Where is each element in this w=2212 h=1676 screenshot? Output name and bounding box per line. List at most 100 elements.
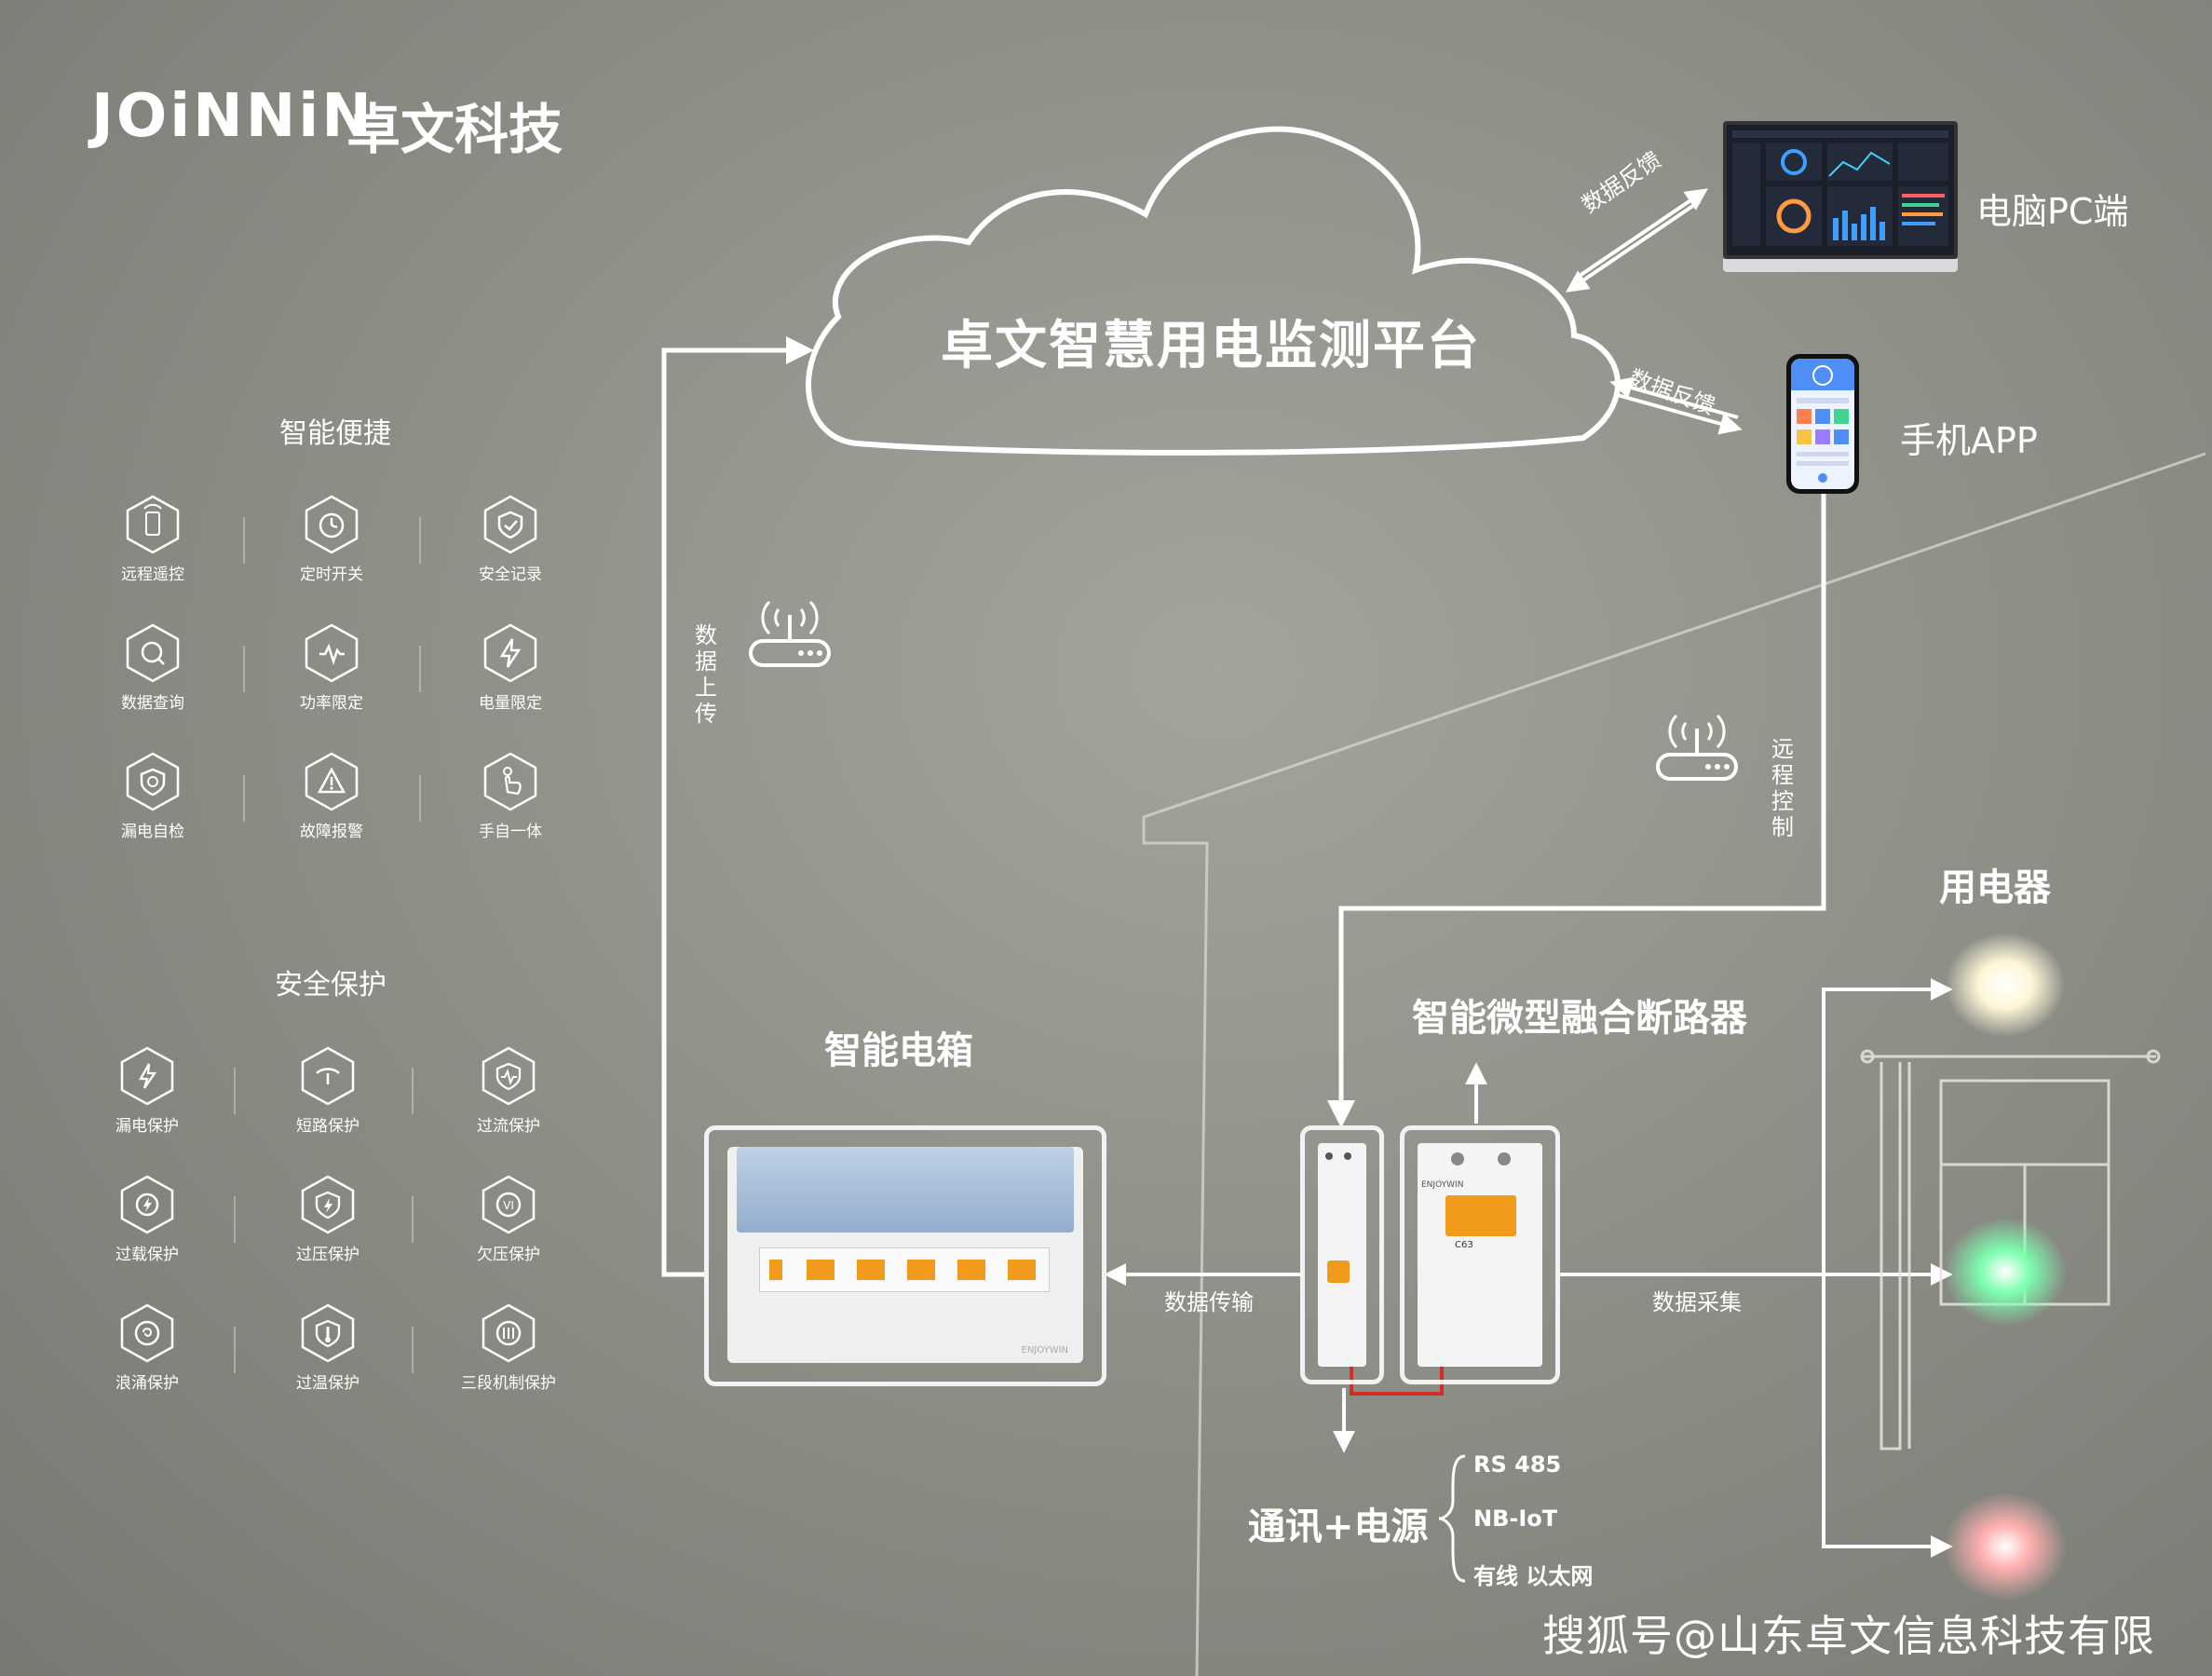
safety-section-title: 安全保护 bbox=[275, 969, 387, 1002]
overcurrent-icon bbox=[480, 1045, 537, 1107]
leakage-icon bbox=[118, 1045, 176, 1107]
feature-item: 数据查询 bbox=[78, 622, 227, 713]
house-outline bbox=[1142, 452, 2206, 1676]
pc-feedback-arrow-up bbox=[1572, 188, 1708, 281]
smart-box-frame: ENJOYWIN bbox=[704, 1125, 1106, 1386]
feature-item: 浪涌保护 bbox=[73, 1302, 222, 1393]
breaker-row-graphic bbox=[769, 1260, 1036, 1280]
comm-module-body bbox=[1318, 1143, 1366, 1367]
pc-monitor bbox=[1723, 121, 1958, 272]
smart-section-title: 智能便捷 bbox=[279, 417, 391, 450]
appliance-branch bbox=[1822, 978, 1953, 1547]
feature-label: 欠压保护 bbox=[477, 1246, 540, 1264]
feature-label: 过流保护 bbox=[477, 1117, 540, 1136]
phone bbox=[1786, 354, 1859, 494]
phone-screen bbox=[1791, 359, 1854, 489]
feature-label: 定时开关 bbox=[300, 565, 363, 584]
smart-box-label: 智能电箱 bbox=[824, 1029, 973, 1072]
feature-item: 三段机制保护 bbox=[434, 1302, 583, 1393]
three-stage-icon bbox=[480, 1302, 537, 1364]
phone-feedback-arrow-2 bbox=[1609, 376, 1739, 419]
short-circuit-icon bbox=[299, 1045, 357, 1107]
comm-label: 通讯+电源 bbox=[1248, 1506, 1429, 1548]
feature-label: 过载保护 bbox=[115, 1246, 179, 1264]
router-icon bbox=[749, 600, 831, 667]
data-transfer-label: 数据传输 bbox=[1164, 1289, 1254, 1315]
feature-item: 过流保护 bbox=[434, 1045, 583, 1136]
feature-label: 手自一体 bbox=[479, 823, 542, 841]
feature-item: 漏电保护 bbox=[73, 1045, 222, 1136]
lightning-icon bbox=[482, 622, 539, 684]
feature-label: 故障报警 bbox=[300, 823, 363, 841]
remote-control-label: 远程控制 bbox=[1771, 736, 1794, 840]
bulb-warm bbox=[1946, 933, 2065, 1037]
comm-module-button bbox=[1327, 1260, 1350, 1283]
feature-label: 漏电自检 bbox=[121, 823, 184, 841]
surge-icon bbox=[118, 1302, 176, 1364]
overvoltage-icon bbox=[299, 1174, 357, 1235]
smart-box-lid bbox=[737, 1147, 1074, 1233]
cloud-platform-title: 卓文智慧用电监测平台 bbox=[941, 316, 1481, 376]
feature-label: 电量限定 bbox=[479, 694, 542, 713]
svg-text:VI: VI bbox=[503, 1199, 514, 1212]
upload-line bbox=[661, 336, 814, 1277]
phone-remote-icon bbox=[124, 494, 182, 555]
data-collect-label: 数据采集 bbox=[1652, 1289, 1742, 1315]
feature-item: 短路保护 bbox=[253, 1045, 402, 1136]
appliance-branch-bottom bbox=[1822, 1274, 1953, 1558]
feature-item: 安全记录 bbox=[436, 494, 585, 584]
comm-option: 有线 以太网 bbox=[1473, 1563, 1594, 1589]
pc-chin bbox=[1723, 259, 1958, 272]
overload-icon bbox=[118, 1174, 176, 1235]
feature-label: 功率限定 bbox=[300, 694, 363, 713]
upload-label: 数据上传 bbox=[695, 622, 717, 727]
shield-check-icon bbox=[482, 494, 539, 555]
panel-dividers bbox=[234, 517, 421, 1373]
comm-option: RS 485 bbox=[1473, 1451, 1562, 1478]
feature-label: 安全记录 bbox=[479, 565, 542, 584]
feature-item: 过压保护 bbox=[253, 1174, 402, 1264]
feature-item: 过温保护 bbox=[253, 1302, 402, 1393]
breaker-brand: ENJOYWIN bbox=[1421, 1180, 1464, 1190]
feature-label: 过压保护 bbox=[296, 1246, 360, 1264]
dashboard-graphic bbox=[1732, 130, 1948, 246]
feature-label: 三段机制保护 bbox=[461, 1374, 556, 1393]
feature-item: VI 欠压保护 bbox=[434, 1174, 583, 1264]
pc-feedback-arrow-down bbox=[1566, 199, 1702, 293]
hand-touch-icon bbox=[482, 751, 539, 812]
phone-label: 手机APP bbox=[1900, 420, 2038, 461]
cloud-shape bbox=[806, 126, 1621, 456]
undervoltage-icon: VI bbox=[480, 1174, 537, 1235]
comm-brace bbox=[1438, 1454, 1466, 1583]
feature-item: 手自一体 bbox=[436, 751, 585, 841]
power-wave-icon bbox=[303, 622, 360, 684]
feature-label: 远程遥控 bbox=[121, 565, 184, 584]
bulb-green bbox=[1944, 1218, 2067, 1326]
router-icon bbox=[1656, 714, 1738, 781]
overtemp-icon bbox=[299, 1302, 357, 1364]
comm-module-frame bbox=[1300, 1125, 1384, 1384]
feature-item: 定时开关 bbox=[257, 494, 406, 584]
pc-label: 电脑PC端 bbox=[1976, 191, 2129, 232]
smart-box-brand: ENJOYWIN bbox=[1021, 1345, 1069, 1356]
brand-logo-latin: JOiNNiN bbox=[91, 82, 374, 151]
breaker-frame: ENJOYWIN C63 bbox=[1400, 1125, 1560, 1384]
breaker-body: ENJOYWIN C63 bbox=[1418, 1143, 1542, 1367]
pc-screen bbox=[1723, 121, 1958, 259]
feature-label: 漏电保护 bbox=[115, 1117, 179, 1136]
appliances-label: 用电器 bbox=[1939, 866, 2051, 909]
smart-box-body: ENJOYWIN bbox=[727, 1147, 1083, 1363]
feature-label: 浪涌保护 bbox=[115, 1374, 179, 1393]
feature-item: 电量限定 bbox=[436, 622, 585, 713]
warning-icon bbox=[303, 751, 360, 812]
feature-item: 功率限定 bbox=[257, 622, 406, 713]
breaker-handle bbox=[1445, 1195, 1516, 1236]
feature-label: 过温保护 bbox=[296, 1374, 360, 1393]
leak-check-icon bbox=[124, 751, 182, 812]
watermark: 搜狐号@山东卓文信息科技有限 bbox=[1542, 1611, 2155, 1661]
feature-label: 短路保护 bbox=[296, 1117, 360, 1136]
comm-option: NB-IoT bbox=[1473, 1506, 1558, 1532]
phone-feedback-arrow-1 bbox=[1613, 392, 1743, 435]
feature-item: 远程遥控 bbox=[78, 494, 227, 584]
